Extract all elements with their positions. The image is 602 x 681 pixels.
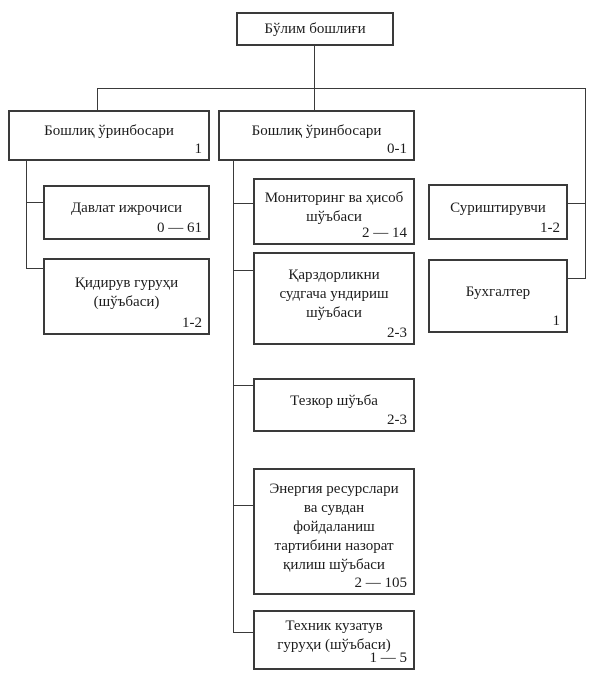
connector-top-to-row	[314, 46, 315, 110]
node-label: Техник кузатув гуруҳи (шўъбаси)	[277, 618, 391, 653]
org-node-deputy-middle: Бошлиқ ўринбосари 0-1	[218, 110, 415, 161]
connector-left-vertical	[26, 161, 27, 268]
node-label: Бошлиқ ўринбосари	[251, 123, 382, 139]
node-count: 1	[552, 313, 561, 329]
node-count: 1	[194, 141, 203, 157]
org-node-energy-control-dept: Энергия ресурслари ва сувдан фойдаланиш …	[253, 468, 415, 595]
node-label: Қидирув гуруҳи (шўъбаси)	[74, 274, 179, 310]
node-count: 2 — 14	[362, 225, 407, 241]
node-count: 2-3	[387, 412, 407, 428]
org-node-search-group: Қидирув гуруҳи (шўъбаси) 1-2	[43, 258, 210, 335]
node-count: 2-3	[387, 325, 407, 341]
connector-stub-buxgalter	[568, 278, 585, 279]
org-node-accountant: Бухгалтер 1	[428, 259, 568, 333]
connector-stub-surishtiruvchi	[568, 203, 585, 204]
org-node-inquirer: Суриштирувчи 1-2	[428, 184, 568, 240]
node-label: Бўлим бошлиғи	[264, 20, 366, 37]
connector-stub-texnik	[233, 632, 253, 633]
connector-drop-left-deputy	[97, 88, 98, 110]
connector-middle-vertical	[233, 161, 234, 633]
connector-row-horizontal	[97, 88, 586, 89]
node-count: 1-2	[540, 220, 560, 236]
node-label: Бухгалтер	[465, 283, 531, 300]
connector-stub-monitoring	[233, 203, 253, 204]
connector-stub-tezkor	[233, 385, 253, 386]
connector-right-vertical	[585, 88, 586, 279]
org-node-department-head: Бўлим бошлиғи	[236, 12, 394, 46]
node-label: Бошлиқ ўринбосари	[44, 123, 174, 139]
org-node-deputy-left: Бошлиқ ўринбосари 1	[8, 110, 210, 161]
org-node-monitoring-dept: Мониторинг ва ҳисоб шўъбаси 2 — 14	[253, 178, 415, 245]
connector-stub-qarzdorlik	[233, 270, 253, 271]
node-count: 0-1	[387, 141, 407, 157]
org-node-technical-surveillance-group: Техник кузатув гуруҳи (шўъбаси) 1 — 5	[253, 610, 415, 670]
org-node-state-executor: Давлат ижрочиси 0 — 61	[43, 185, 210, 240]
connector-stub-davlat	[26, 202, 43, 203]
node-count: 2 — 105	[354, 575, 408, 591]
node-count: 1-2	[182, 315, 202, 331]
org-node-debt-recovery-dept: Қарздорликни судгача ундириш шўъбаси 2-3	[253, 252, 415, 345]
node-label: Тезкор шўъба	[290, 392, 378, 409]
connector-stub-qidiruv	[26, 268, 43, 269]
node-label: Мониторинг ва ҳисоб шўъбаси	[264, 189, 404, 225]
node-label: Суриштирувчи	[450, 199, 546, 216]
node-count: 1 — 5	[369, 650, 408, 666]
node-label: Давлат ижрочиси	[70, 200, 183, 216]
connector-stub-energiya	[233, 505, 253, 506]
org-node-operational-dept: Тезкор шўъба 2-3	[253, 378, 415, 432]
node-label: Қарздорликни судгача ундириш шўъбаси	[279, 267, 389, 321]
node-count: 0 — 61	[157, 220, 202, 236]
node-label: Энергия ресурслари ва сувдан фойдаланиш …	[269, 481, 399, 573]
